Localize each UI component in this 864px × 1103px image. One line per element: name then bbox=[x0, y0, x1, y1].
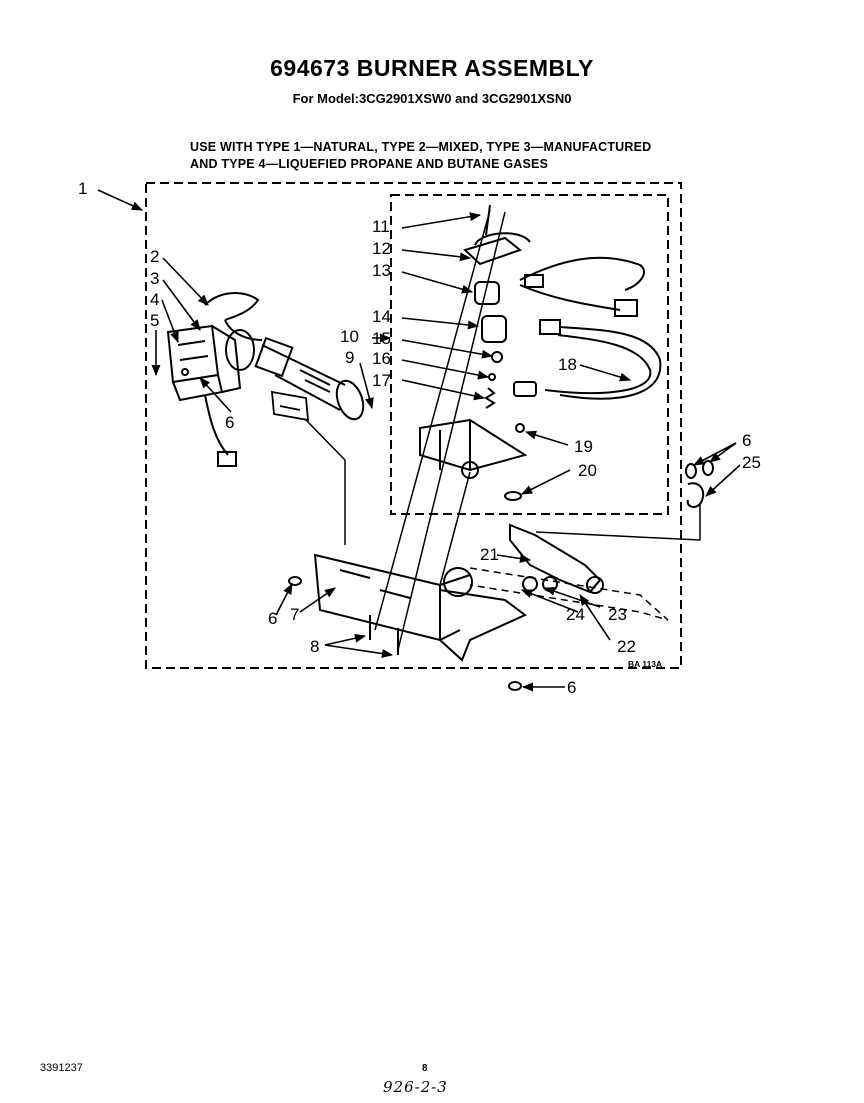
document-number: 3391237 bbox=[40, 1062, 83, 1074]
callout-16: 16 bbox=[372, 349, 391, 368]
gas-type-note: USE WITH TYPE 1—NATURAL, TYPE 2—MIXED, T… bbox=[190, 139, 651, 173]
callout-3: 3 bbox=[150, 269, 159, 288]
assembly-boundary bbox=[145, 182, 682, 669]
callout-6-right: 6 bbox=[742, 431, 751, 450]
callout-20: 20 bbox=[578, 461, 597, 480]
gas-type-note-line-1: USE WITH TYPE 1—NATURAL, TYPE 2—MIXED, T… bbox=[190, 140, 652, 154]
burner-bracket-drawing bbox=[166, 324, 242, 467]
callout-24: 24 bbox=[566, 605, 585, 624]
page-number: 8 bbox=[422, 1063, 428, 1074]
air-shutter-drawing bbox=[204, 292, 263, 371]
heat-shield-plate-drawing bbox=[270, 390, 310, 422]
burner-subassembly-boundary bbox=[390, 194, 669, 515]
wiring-harness-drawing bbox=[513, 256, 662, 400]
callout-10: 10 bbox=[340, 327, 359, 346]
callout-9: 9 bbox=[345, 348, 354, 367]
handwritten-note: 926-2-3 bbox=[383, 1078, 448, 1096]
callout-5: 5 bbox=[150, 311, 159, 330]
callout-8: 8 bbox=[310, 637, 319, 656]
callout-7: 7 bbox=[290, 605, 299, 624]
callout-leaders bbox=[97, 189, 741, 692]
callout-6-left: 6 bbox=[225, 413, 234, 432]
callout-labels: 1 2 3 4 5 6 10 9 11 12 13 14 15 16 17 18… bbox=[78, 179, 761, 697]
callout-13: 13 bbox=[372, 261, 391, 280]
callout-19: 19 bbox=[574, 437, 593, 456]
callout-22: 22 bbox=[617, 637, 636, 656]
mounting-bracket-drawing bbox=[288, 460, 714, 691]
callout-25: 25 bbox=[742, 453, 761, 472]
callout-23: 23 bbox=[608, 605, 627, 624]
callout-21: 21 bbox=[480, 545, 499, 564]
callout-17: 17 bbox=[372, 371, 391, 390]
gas-type-note-line-2: AND TYPE 4—LIQUEFIED PROPANE AND BUTANE … bbox=[190, 157, 549, 171]
drawing-code: BA 113A bbox=[628, 659, 663, 669]
callout-14: 14 bbox=[372, 307, 391, 326]
callout-12: 12 bbox=[372, 239, 391, 258]
callout-1: 1 bbox=[78, 179, 87, 198]
callout-6-bottom: 6 bbox=[567, 678, 576, 697]
callout-11: 11 bbox=[372, 217, 390, 236]
page-title: 694673 BURNER ASSEMBLY bbox=[270, 55, 594, 81]
callout-15: 15 bbox=[372, 329, 391, 348]
callout-4: 4 bbox=[150, 290, 159, 309]
model-subtitle: For Model:3CG2901XSW0 and 3CG2901XSN0 bbox=[292, 91, 572, 106]
burner-tube-drawing bbox=[254, 336, 365, 421]
callout-2: 2 bbox=[150, 247, 159, 266]
callout-18: 18 bbox=[558, 355, 577, 374]
callout-6-bracket: 6 bbox=[268, 609, 277, 628]
